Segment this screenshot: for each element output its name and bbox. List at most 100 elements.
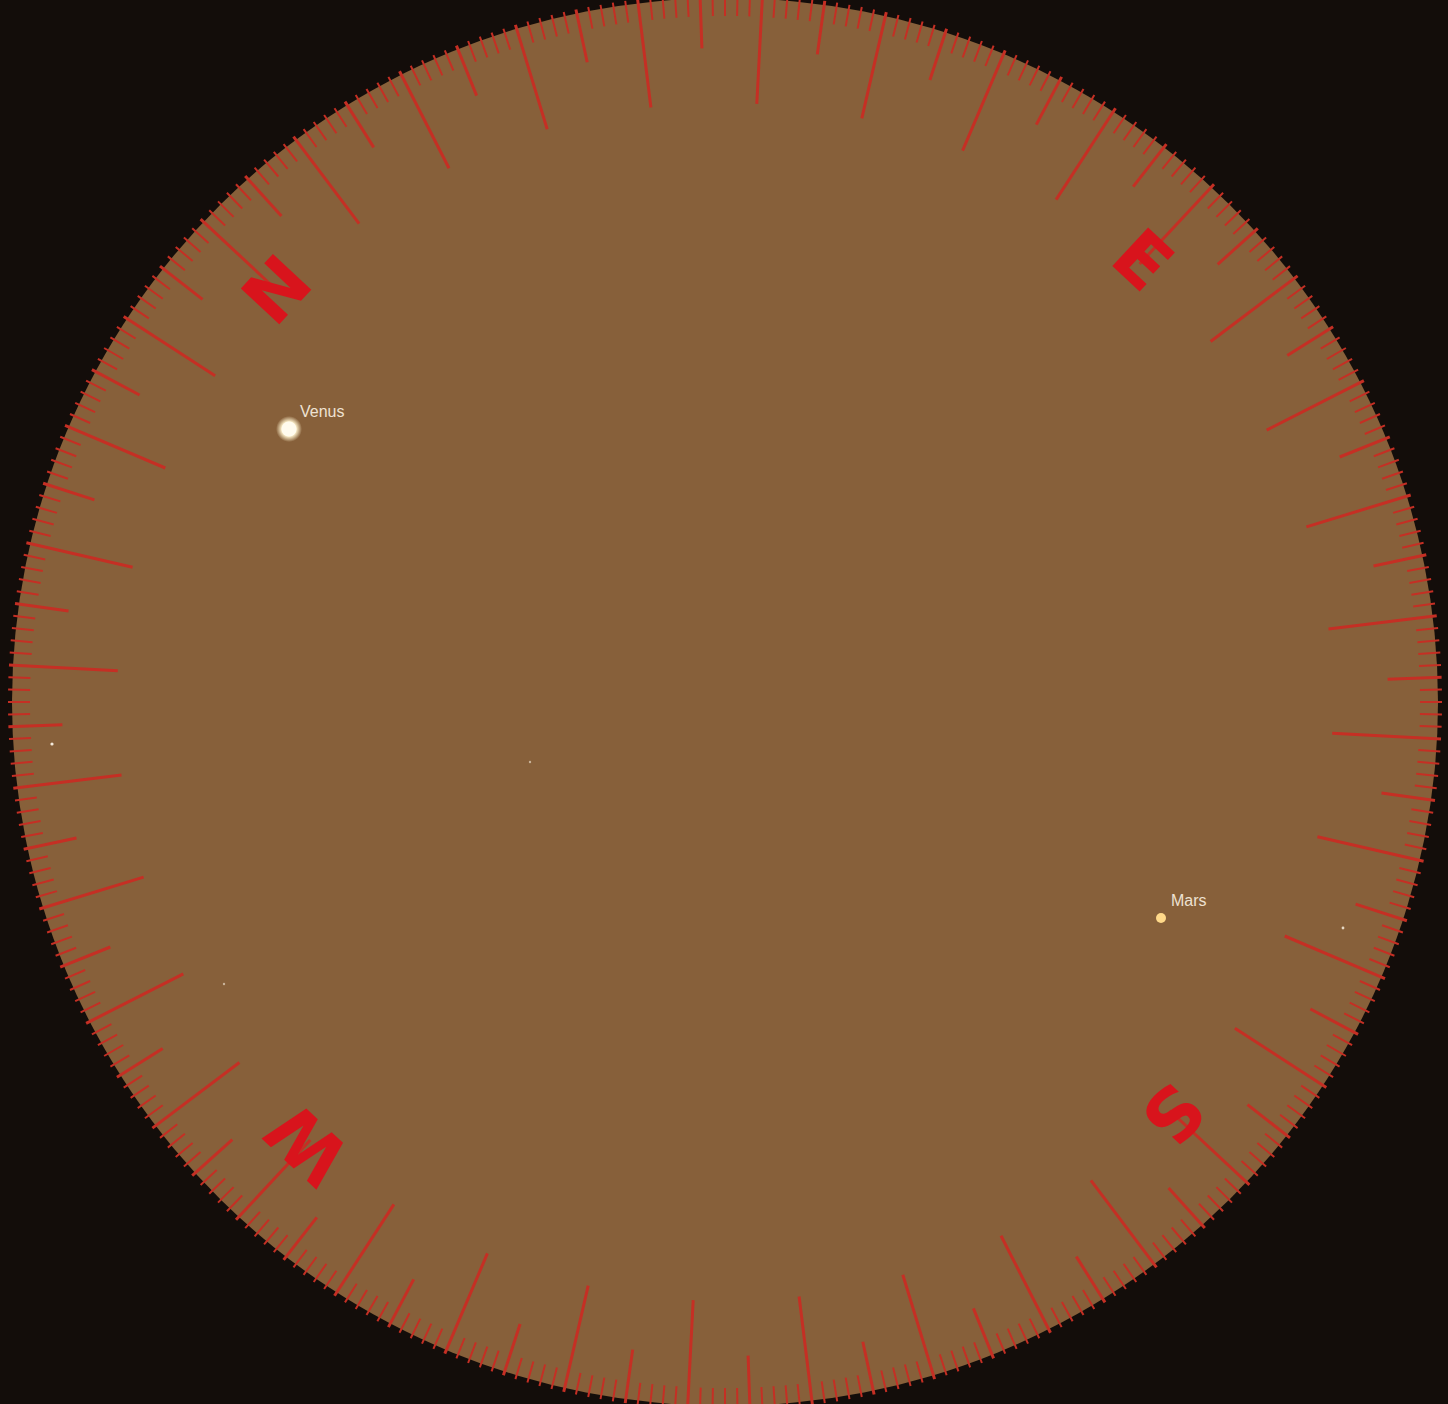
degree-tick — [324, 1271, 336, 1289]
degree-tick — [1327, 1045, 1346, 1056]
degree-tick — [218, 201, 234, 217]
degree-tick — [1250, 238, 1267, 252]
degree-tick — [1134, 1257, 1147, 1275]
degree-tick — [724, 1388, 726, 1404]
degree-tick — [1062, 83, 1073, 102]
degree-tick — [236, 184, 251, 200]
degree-tick — [227, 1196, 242, 1212]
degree-tick — [951, 1351, 958, 1372]
degree-tick — [1350, 392, 1370, 402]
degree-tick — [1420, 713, 1442, 715]
degree-tick — [1382, 925, 1403, 932]
degree-tick — [1235, 1028, 1326, 1087]
degree-tick — [98, 1035, 117, 1046]
degree-tick — [26, 856, 47, 861]
degree-tick — [11, 640, 33, 642]
degree-tick — [39, 877, 143, 909]
degree-tick — [1409, 821, 1431, 825]
degree-tick — [411, 66, 421, 86]
degree-tick — [284, 144, 298, 161]
degree-tick — [786, 0, 788, 19]
degree-tick — [92, 1024, 112, 1034]
degree-tick — [1124, 1264, 1137, 1282]
degree-tick — [1073, 1296, 1084, 1315]
degree-tick — [388, 77, 398, 96]
degree-tick — [1386, 483, 1407, 490]
mars-dot — [1156, 913, 1166, 923]
degree-tick — [503, 29, 510, 50]
degree-tick — [1036, 77, 1061, 125]
degree-tick — [1317, 837, 1423, 862]
degree-tick — [12, 628, 34, 630]
degree-tick — [209, 1179, 225, 1194]
degree-tick — [1333, 1035, 1352, 1046]
degree-tick — [81, 1003, 101, 1013]
degree-tick — [552, 15, 557, 36]
degree-tick — [1355, 403, 1375, 412]
degree-tick — [1093, 102, 1105, 121]
degree-tick — [60, 437, 80, 445]
degree-tick — [21, 567, 43, 571]
degree-tick — [1378, 937, 1399, 945]
degree-tick — [1399, 531, 1420, 536]
degree-tick — [1321, 337, 1340, 348]
degree-tick — [1310, 1009, 1358, 1034]
degree-tick — [1218, 228, 1258, 264]
degree-tick — [104, 348, 123, 359]
degree-tick — [75, 992, 95, 1001]
degree-tick — [774, 0, 776, 18]
degree-tick — [356, 1290, 367, 1309]
degree-tick — [294, 137, 360, 224]
degree-tick — [43, 483, 94, 500]
degree-tick — [1420, 689, 1442, 691]
degree-tick — [400, 71, 450, 168]
degree-tick — [32, 519, 53, 525]
degree-tick — [1365, 425, 1385, 434]
degree-tick — [492, 33, 499, 54]
degree-tick — [1369, 959, 1389, 967]
degree-tick — [1030, 1319, 1040, 1339]
degree-tick — [1287, 1105, 1305, 1118]
degree-tick — [356, 95, 367, 114]
degree-tick — [881, 1370, 886, 1392]
degree-tick — [638, 1383, 641, 1404]
degree-tick — [1329, 616, 1437, 629]
degree-tick — [9, 738, 31, 739]
degree-tick — [24, 555, 46, 560]
degree-tick — [1294, 1096, 1312, 1109]
degree-tick — [70, 981, 90, 990]
star-dot — [223, 983, 225, 985]
degree-tick — [761, 1387, 762, 1404]
degree-tick — [468, 1342, 476, 1363]
degree-tick — [663, 0, 665, 19]
degree-tick — [1411, 809, 1433, 813]
degree-tick — [963, 37, 971, 58]
degree-tick — [480, 37, 488, 58]
degree-tick — [43, 914, 64, 921]
degree-tick — [552, 1368, 557, 1389]
degree-tick — [822, 1381, 825, 1403]
degree-tick — [1199, 1204, 1214, 1220]
degree-tick — [1062, 1302, 1073, 1321]
degree-tick — [1378, 460, 1399, 468]
degree-tick — [160, 266, 203, 299]
degree-tick — [1294, 296, 1312, 309]
planet-label: Venus — [300, 404, 344, 420]
degree-tick — [1076, 1257, 1105, 1303]
degree-tick — [12, 774, 34, 776]
degree-tick — [1332, 733, 1441, 739]
degree-tick — [1301, 1086, 1319, 1098]
degree-tick — [110, 337, 129, 348]
degree-tick — [1091, 1180, 1157, 1267]
degree-tick — [1396, 519, 1417, 525]
degree-tick — [70, 414, 90, 423]
degree-tick — [817, 1, 825, 55]
degree-tick — [345, 1284, 357, 1303]
degree-tick — [19, 821, 41, 825]
sky-ground — [12, 0, 1438, 1404]
degree-tick — [201, 1170, 217, 1185]
degree-tick — [17, 809, 39, 813]
degree-tick — [712, 1388, 714, 1404]
degree-tick — [29, 868, 50, 873]
degree-tick — [539, 18, 545, 39]
